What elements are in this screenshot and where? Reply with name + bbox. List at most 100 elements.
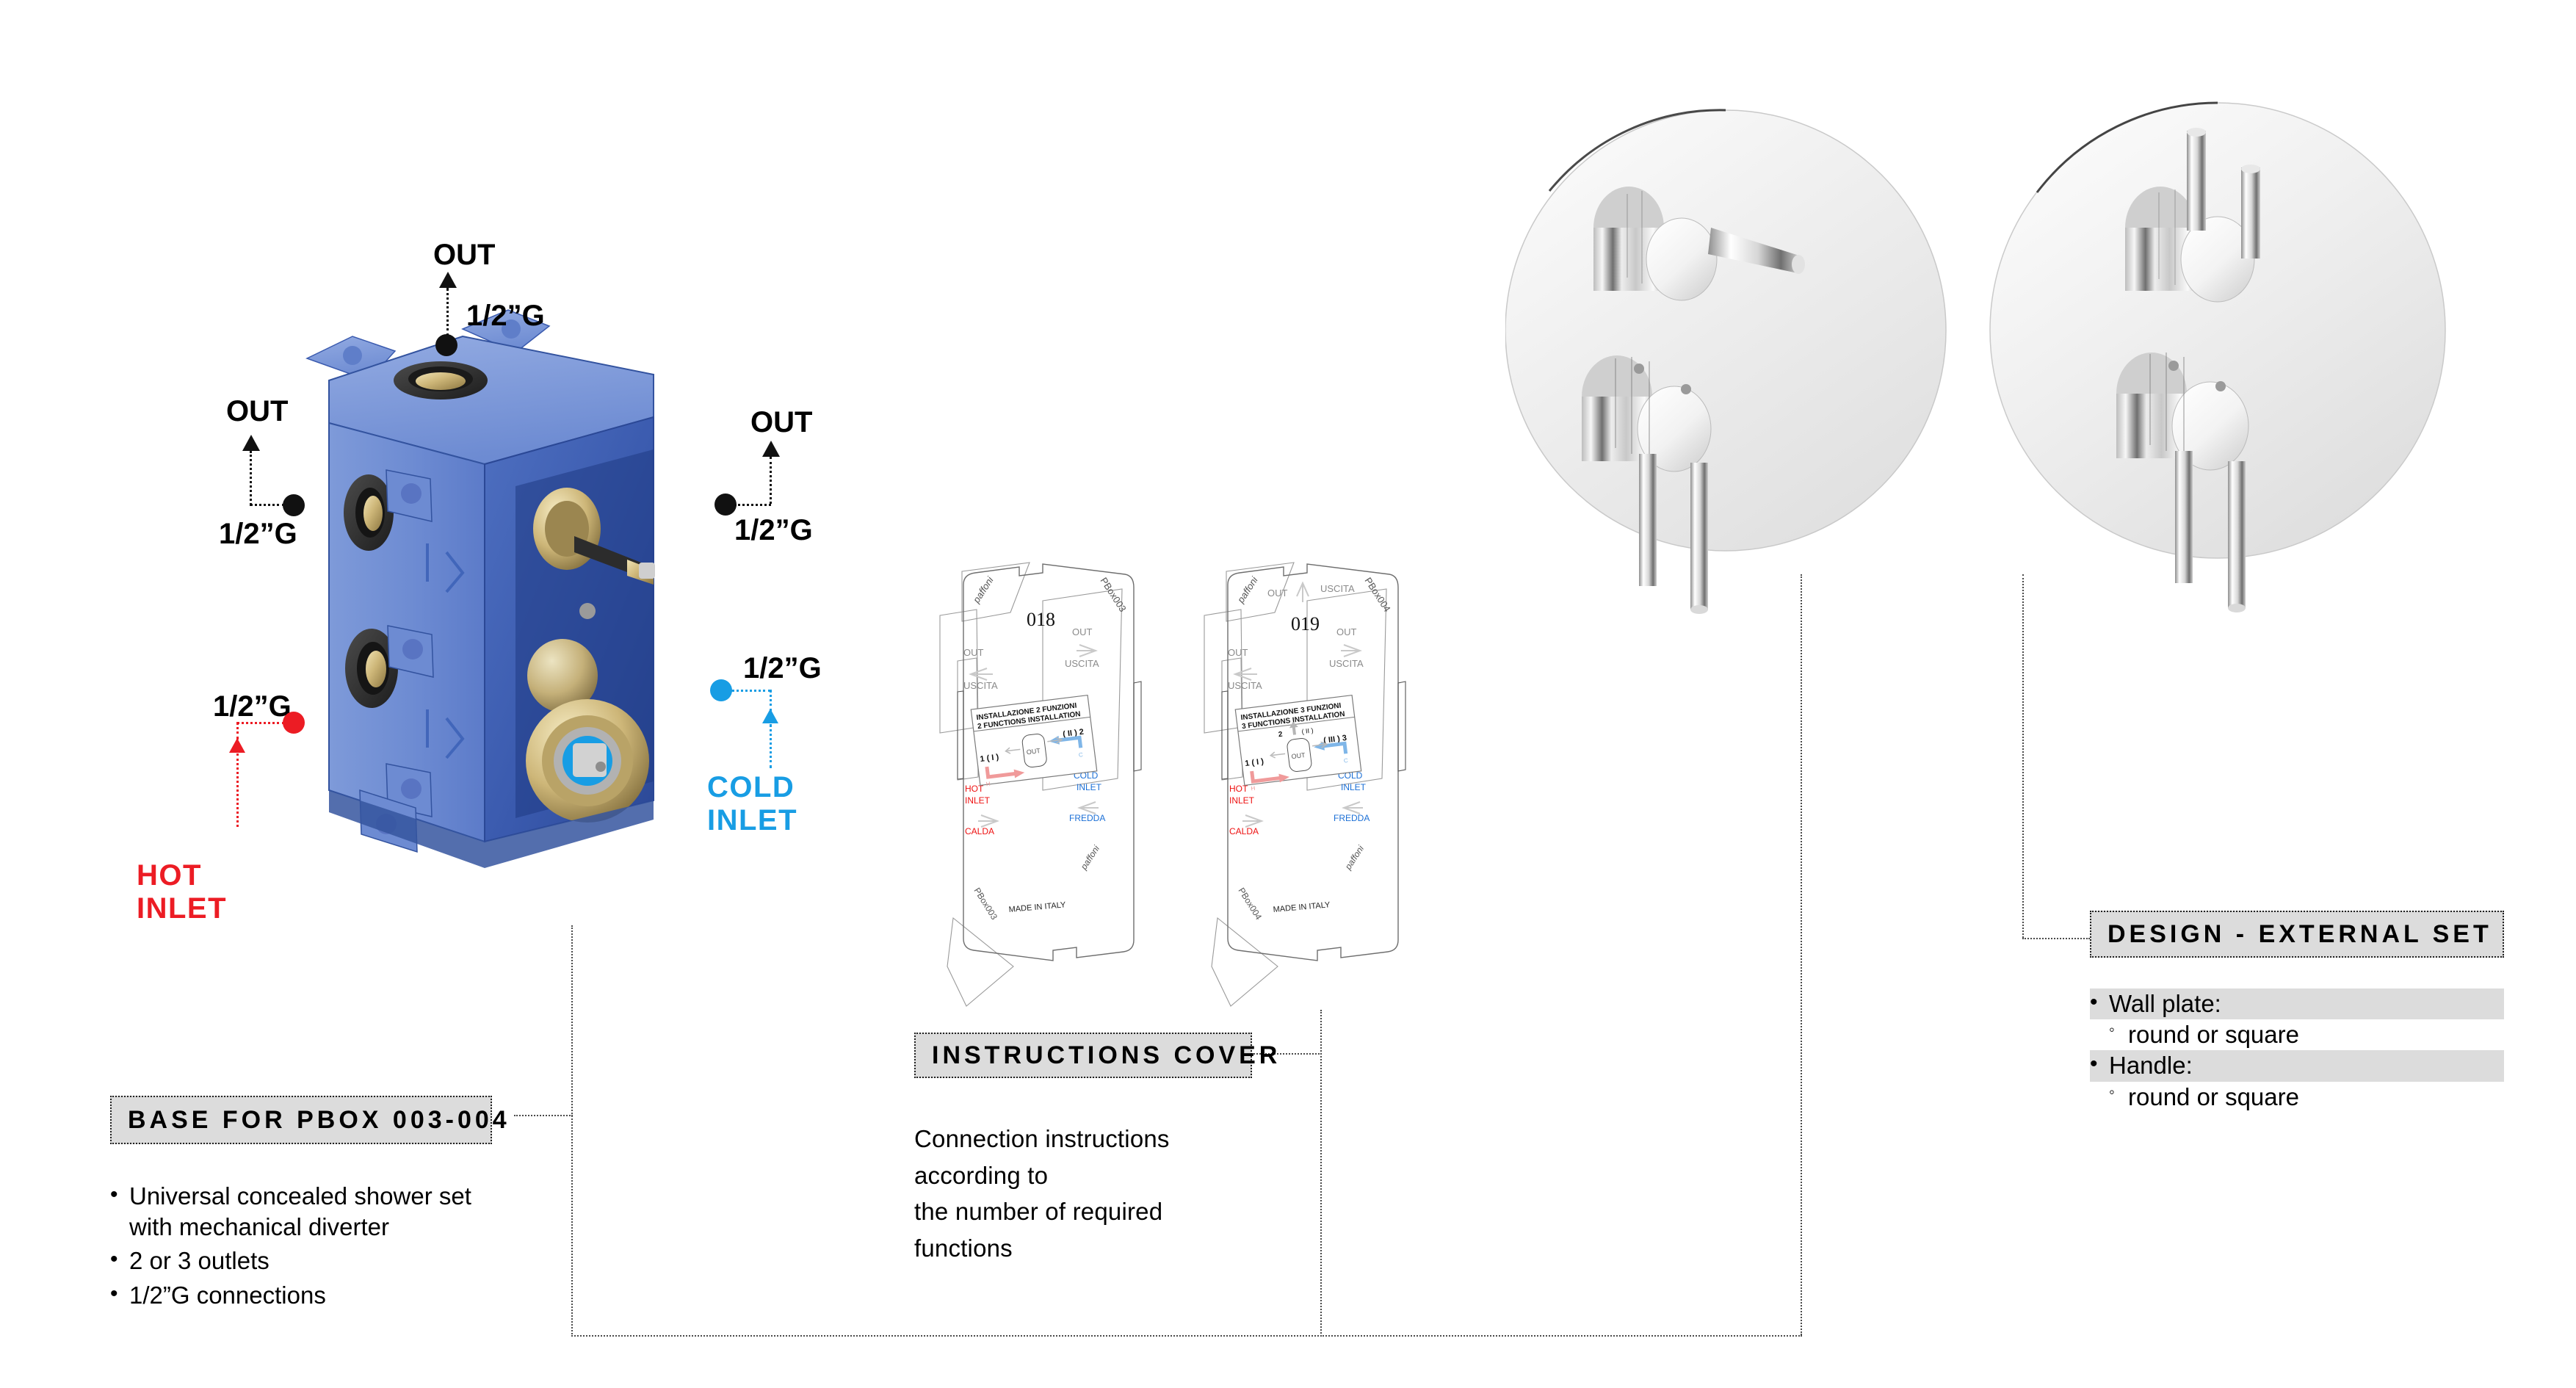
connector-fixture2-vertical [2022,574,2024,938]
bullet-item: • 1/2”G connections [110,1280,492,1311]
callout-out-right-label: OUT [750,406,813,438]
svg-text:019: 019 [1291,613,1320,635]
section-design: DESIGN - EXTERNAL SET • Wall plate: ◦ ro… [2090,911,2504,1113]
bullet-item: • 2 or 3 outlets [110,1246,492,1276]
callout-cold-size: 1/2”G [743,652,822,684]
callout-cold-dot [710,679,732,701]
callout-hot-arrow [229,738,245,753]
connector-bottom-rail-left [571,1335,1322,1337]
connector-base-vertical [571,925,573,1337]
svg-text:018: 018 [1027,609,1055,630]
callout-out-right-hline [734,504,771,506]
svg-text:OUT: OUT [1072,626,1093,637]
svg-text:H: H [985,781,991,788]
bullet-marker: • [2090,990,2098,1014]
svg-text:OUT: OUT [1336,626,1357,637]
instruction-cover-018: paffoni PBox003 018 OUT USCITA OUT USCIT… [933,558,1175,1013]
bullet-item: • Wall plate: [2090,988,2504,1020]
svg-text:( II ): ( II ) [1301,726,1314,735]
callout-out-left-arrow [242,435,260,451]
svg-text:C: C [1078,751,1083,759]
callout-out-left-hline [250,504,285,506]
instruction-cover-019: paffoni PBox004 OUT USCITA 019 OUT USCIT… [1197,558,1439,1013]
callout-out-left-label: OUT [226,395,289,427]
svg-text:USCITA: USCITA [963,680,998,691]
bullet-marker: ◦ [2109,1082,2115,1101]
callout-out-top-label: OUT [433,239,496,271]
callout-out-top-arrow [439,272,457,288]
svg-text:INLET: INLET [965,795,991,806]
svg-text:OUT: OUT [1267,588,1288,599]
caption-line-2: the number of required functions [914,1198,1163,1262]
callout-out-left-dot [283,494,305,516]
svg-text:paffoni: paffoni [1234,574,1260,606]
callout-hot-label: HOT INLET [137,859,228,925]
bullet-item: ◦ round or square [2090,1019,2504,1050]
wall-plate-round-2 [1989,102,2446,559]
callout-cold-hline [731,690,771,692]
section-instructions-header: INSTRUCTIONS COVER [914,1033,1277,1078]
svg-text:INLET: INLET [1229,795,1255,806]
mixer-handle-1 [1582,355,1712,614]
section-instructions-caption: Connection instructions according to the… [914,1121,1259,1266]
connector-fixture2-to-label [2022,938,2090,939]
callout-out-top-line [446,288,449,336]
svg-text:OUT: OUT [1291,751,1306,760]
svg-text:2: 2 [1278,731,1283,740]
section-design-bullets: • Wall plate: ◦ round or square • Handle… [2090,988,2504,1113]
callout-out-left-size: 1/2”G [219,518,297,550]
connector-instructions-to-label [1248,1053,1322,1055]
bullet-marker: • [110,1281,118,1306]
section-base-header: BASE FOR PBOX 003-004 [110,1096,507,1144]
callout-out-left-vline [250,451,252,505]
wall-plate-round-1 [1505,109,1947,552]
bullet-text: 1/2”G connections [129,1281,326,1309]
svg-text:HOT: HOT [965,784,984,794]
svg-text:FREDDA: FREDDA [1334,813,1370,823]
bullet-text: Universal concealed shower set with mech… [129,1182,471,1241]
diverter-handle-2 [2125,128,2260,303]
svg-text:USCITA: USCITA [1228,680,1262,691]
svg-text:H: H [1251,785,1256,792]
callout-out-right-arrow [762,441,780,457]
svg-text:PBox004: PBox004 [1362,575,1392,613]
svg-text:HOT: HOT [1229,784,1248,794]
svg-text:C: C [1343,757,1348,765]
bullet-marker: ◦ [2109,1020,2115,1039]
callout-hot-hline [236,722,285,724]
bullet-marker: • [110,1247,118,1272]
svg-text:1 ( I ): 1 ( I ) [1245,757,1265,768]
callout-out-right-dot [714,494,737,516]
external-set-render-1 [1505,81,2019,668]
callout-cold-label: COLD INLET [707,771,798,836]
bullet-item: • Handle: [2090,1050,2504,1082]
svg-text:PBox003: PBox003 [972,886,999,922]
svg-text:USCITA: USCITA [1329,658,1364,669]
connector-bottom-rail-right [1320,1335,1802,1337]
callout-out-top-size: 1/2”G [466,300,545,332]
callout-out-top-dot [435,334,457,356]
svg-text:CALDA: CALDA [965,826,994,836]
callout-hot-vline-bottom [236,753,239,827]
svg-text:MADE IN ITALY: MADE IN ITALY [1273,900,1331,914]
bullet-text: round or square [2128,1021,2299,1049]
svg-text:OUT: OUT [1026,747,1041,756]
svg-text:INLET: INLET [1341,782,1367,792]
svg-text:CALDA: CALDA [1229,826,1259,836]
callout-hot-dot [283,712,305,734]
callout-cold-vline-bottom [770,724,772,768]
svg-text:USCITA: USCITA [1065,658,1099,669]
caption-line-1: Connection instructions according to [914,1125,1170,1189]
callout-cold-vline-top [770,690,772,712]
external-set-render-2 [1975,73,2504,661]
callout-hot-size: 1/2”G [213,690,292,723]
callout-hot-vline-top [236,722,239,740]
diverter-handle-1 [1593,187,1805,301]
svg-text:PBox003: PBox003 [1098,575,1128,613]
svg-text:paffoni: paffoni [970,574,996,606]
bullet-item: • Universal concealed shower set with me… [110,1181,492,1243]
callout-cold-arrow [762,709,778,723]
bullet-item: ◦ round or square [2090,1082,2504,1113]
bullet-text: 2 or 3 outlets [129,1247,269,1275]
